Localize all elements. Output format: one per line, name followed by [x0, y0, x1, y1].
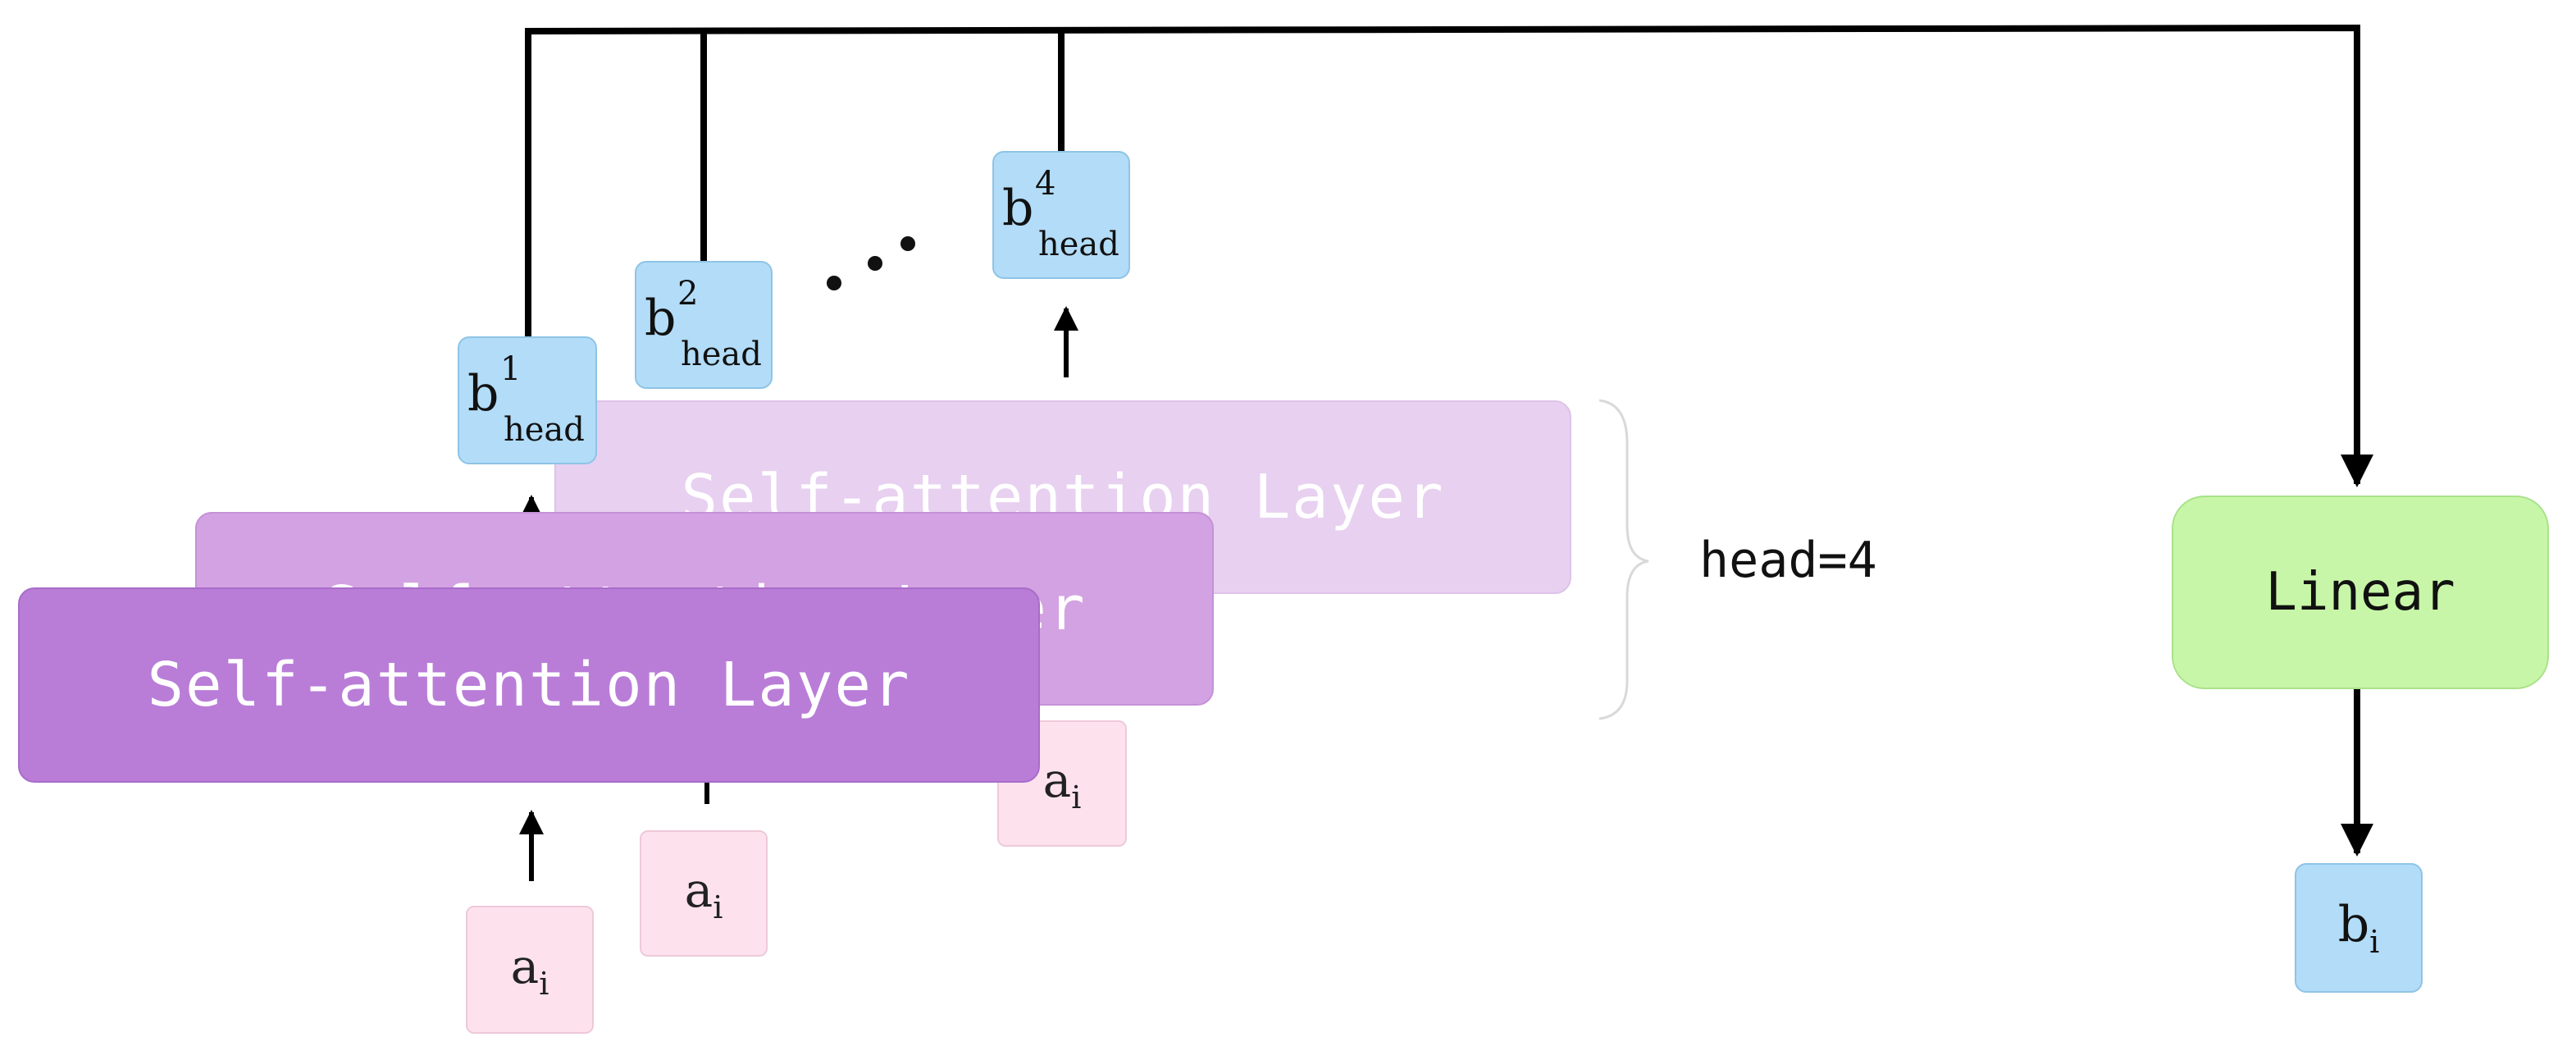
linear-label: Linear — [2265, 562, 2455, 623]
input-label: ai — [1042, 752, 1082, 816]
input-box-1: ai — [466, 906, 594, 1034]
ellipsis-dot — [827, 276, 841, 290]
ellipsis-dot — [868, 256, 882, 271]
head-output-index: 2 — [677, 275, 699, 313]
head-output-index: 4 — [1035, 165, 1056, 203]
self-attention-layer-front: Self-attention Layer — [18, 587, 1040, 783]
output-box: bi — [2295, 863, 2423, 993]
input-label: ai — [510, 938, 549, 1002]
head-output-2: b 2 head — [635, 261, 773, 389]
top-bus-line — [525, 24, 2373, 487]
head-output-sub: head — [504, 411, 585, 449]
linear-layer: Linear — [2172, 496, 2549, 689]
input-label: ai — [684, 861, 723, 925]
head-output-base: b — [1002, 180, 1034, 237]
head-output-index: 1 — [500, 350, 522, 388]
head-output-base: b — [467, 365, 499, 423]
heads-brace — [1598, 399, 1649, 720]
heads-count-label: head=4 — [1699, 532, 1877, 589]
input-box-2: ai — [640, 830, 768, 957]
head-output-base: b — [645, 290, 677, 347]
layer-front-label: Self-attention Layer — [147, 650, 911, 720]
head-output-1: b 1 head — [458, 336, 597, 464]
head-output-4: b 4 head — [992, 151, 1130, 279]
ellipsis-dot — [900, 236, 915, 251]
head-output-sub: head — [681, 336, 762, 373]
head-output-sub: head — [1038, 226, 1119, 263]
output-label: bi — [2337, 896, 2380, 960]
